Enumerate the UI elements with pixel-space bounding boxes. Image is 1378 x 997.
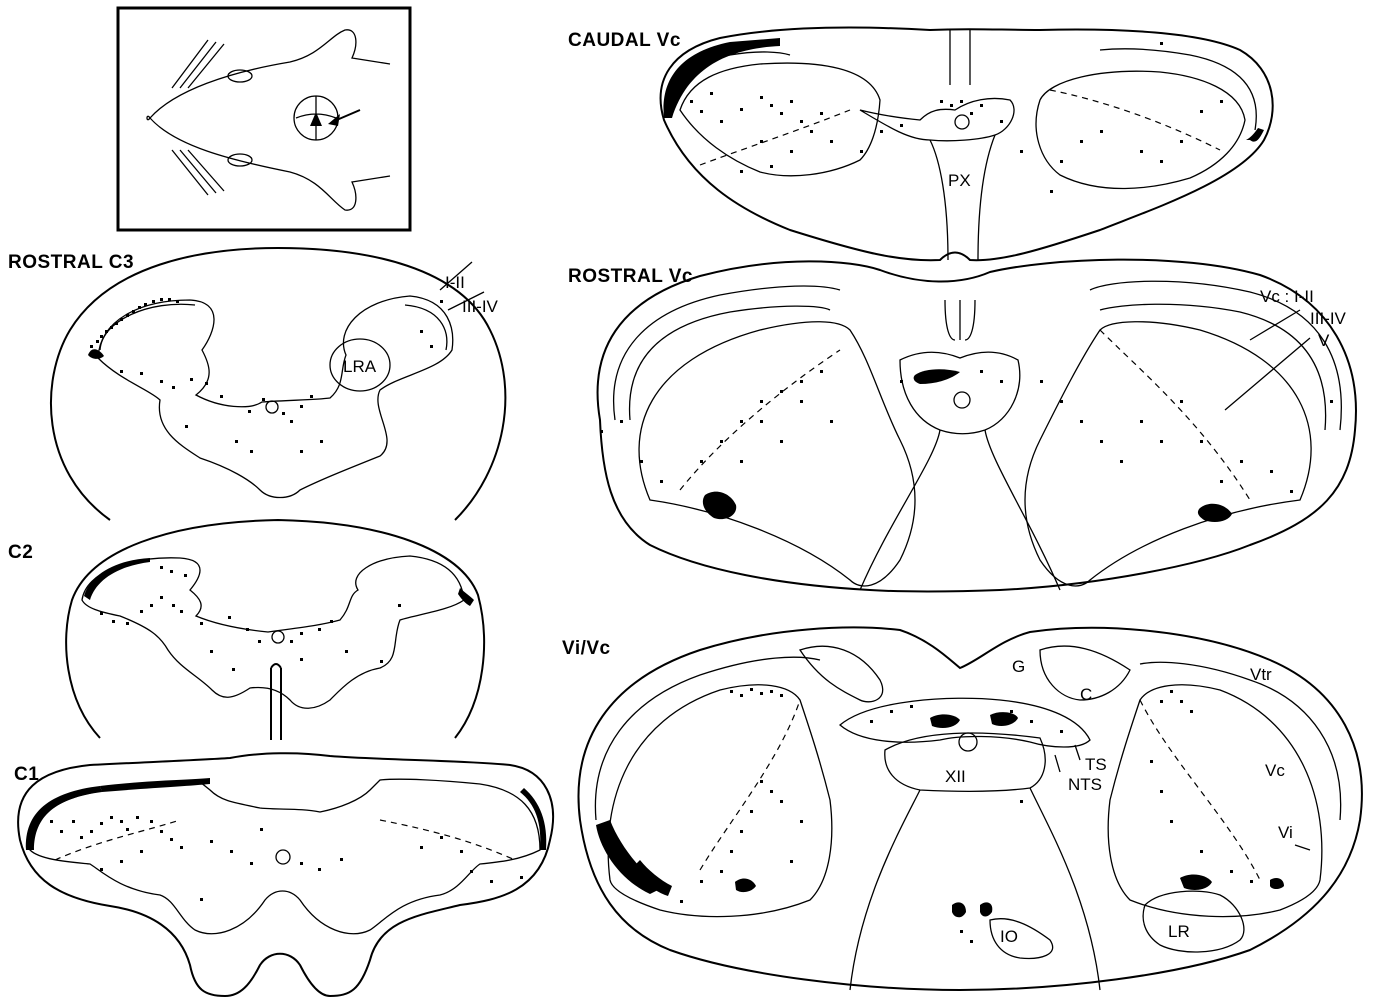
section-rostral-c3: ROSTRAL C3 I-II III-IV LRA — [8, 248, 505, 520]
c3-labeled-cells — [88, 298, 443, 453]
c1-gray-matter — [30, 779, 540, 934]
label-vivc-Vc: Vc — [1265, 761, 1285, 780]
c3-outline — [51, 248, 505, 520]
section-c1: C1 — [14, 753, 553, 996]
label-vivc-LR: LR — [1168, 922, 1190, 941]
vi-vc-outline — [579, 627, 1362, 990]
title-caudal-vc: CAUDAL Vc — [568, 30, 681, 51]
c3-laminae-I-II — [100, 304, 195, 350]
caudal-vc-outline — [661, 28, 1273, 261]
c3-gray-matter — [98, 296, 453, 498]
section-rostral-vc: ROSTRAL Vc Vc : I-II III-IV V — [568, 260, 1356, 592]
title-rostral-vc: ROSTRAL Vc — [568, 266, 693, 287]
section-c2: C2 — [8, 520, 484, 740]
rostral-vc-outline — [598, 260, 1356, 592]
rat-head-dorsal-view-icon — [147, 30, 390, 210]
c2-gray-matter — [82, 556, 464, 708]
label-rostral-vc-III-IV: III-IV — [1310, 309, 1347, 328]
title-c2: C2 — [8, 542, 33, 563]
label-c3-III-IV: III-IV — [462, 297, 499, 316]
inset-frame — [118, 8, 410, 230]
label-vivc-C: C — [1080, 685, 1092, 704]
vi-vc-right-horn — [1108, 685, 1322, 917]
label-rostral-vc-I-II: Vc : I-II — [1260, 287, 1314, 306]
label-vivc-G: G — [1012, 657, 1025, 676]
label-vivc-XII: XII — [945, 767, 966, 786]
label-vivc-NTS: NTS — [1068, 775, 1102, 794]
label-vivc-IO: IO — [1000, 927, 1018, 946]
section-vi-vc: Vi/Vc G C Vtr TS NTS XII Vc Vi IO LR — [562, 627, 1362, 990]
label-vivc-TS: TS — [1085, 755, 1107, 774]
c2-ventral-median-fissure — [271, 664, 281, 740]
label-c3-I-II: I-II — [445, 273, 465, 292]
rostral-vc-labeled-cells — [600, 369, 1333, 522]
c3-laminae-III-IV — [405, 305, 447, 350]
label-vivc-Vi: Vi — [1278, 823, 1293, 842]
c1-labeled-cells — [26, 778, 546, 901]
rostral-vc-right-horn — [1025, 322, 1311, 586]
label-caudal-px: PX — [948, 171, 971, 190]
rostral-vc-left-horn — [639, 322, 915, 586]
c2-outline — [66, 520, 484, 738]
section-caudal-vc: CAUDAL Vc PX — [568, 28, 1273, 261]
label-rostral-vc-V: V — [1318, 331, 1330, 350]
c2-labeled-cells — [84, 558, 474, 671]
title-rostral-c3: ROSTRAL C3 — [8, 252, 134, 273]
title-vi-vc: Vi/Vc — [562, 638, 611, 659]
label-vivc-Vtr: Vtr — [1250, 665, 1272, 684]
inset-panel — [118, 8, 410, 230]
c3-central-canal — [266, 401, 278, 413]
caudal-vc-right-dorsal-horn — [1036, 49, 1256, 189]
label-c3-LRA: LRA — [343, 357, 377, 376]
vi-vc-labeled-cells — [596, 688, 1284, 943]
